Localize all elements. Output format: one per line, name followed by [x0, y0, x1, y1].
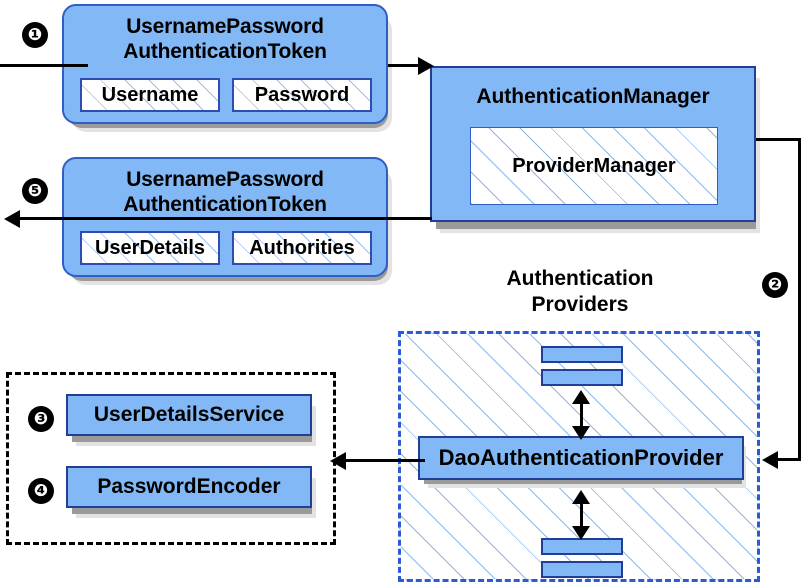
provider-placeholder-bar-top-1	[541, 346, 623, 363]
request-token-title-line2: AuthenticationToken	[123, 40, 327, 63]
request-token-title-line1: UsernamePassword	[126, 15, 324, 38]
manager-to-provider-line-vertical	[798, 138, 801, 460]
provider-to-dependencies-arrowhead	[330, 452, 346, 470]
authentication-manager-label: AuthenticationManager	[476, 85, 710, 108]
authentication-providers-title-line1: Authentication	[506, 267, 654, 290]
response-token-title-line1: UsernamePassword	[126, 168, 324, 191]
step-badge-1: ❶	[22, 22, 48, 48]
request-token-card[interactable]: UsernamePassword AuthenticationToken Use…	[62, 4, 388, 124]
response-token-card[interactable]: UsernamePassword AuthenticationToken Use…	[62, 157, 388, 277]
response-line	[20, 217, 432, 220]
authentication-providers-title-line2: Providers	[531, 293, 629, 316]
step-badge-3: ❸	[28, 406, 54, 432]
provider-placeholder-bar-bottom-2	[541, 561, 623, 578]
manager-to-provider-line-bottom	[777, 458, 801, 461]
authentication-providers-title: Authentication Providers	[470, 266, 690, 318]
request-token-slots: Username Password	[80, 78, 372, 112]
provider-placeholder-bar-top-2	[541, 369, 623, 386]
dao-authentication-provider-node[interactable]: DaoAuthenticationProvider	[418, 436, 744, 480]
manager-to-provider-line-top	[756, 138, 801, 141]
step-badge-5: ❺	[22, 178, 48, 204]
slot-username: Username	[80, 78, 220, 112]
token-to-manager-line	[388, 64, 424, 67]
provider-to-dependencies-line	[345, 459, 425, 462]
provider-link-line-bottom	[580, 494, 583, 532]
response-token-title-line2: AuthenticationToken	[123, 193, 327, 216]
response-token-title: UsernamePassword AuthenticationToken	[64, 159, 386, 217]
provider-manager-node[interactable]: ProviderManager	[470, 127, 718, 205]
slot-authorities: Authorities	[232, 231, 372, 265]
provider-link-line-top	[580, 394, 583, 432]
token-to-manager-arrowhead	[418, 57, 434, 75]
authentication-manager-node[interactable]: AuthenticationManager ProviderManager	[430, 66, 756, 222]
provider-link-arrow-top-down	[572, 426, 590, 440]
incoming-request-line	[0, 64, 88, 67]
request-token-title: UsernamePassword AuthenticationToken	[64, 6, 386, 64]
response-arrowhead	[4, 210, 20, 228]
step-badge-2: ❷	[762, 272, 788, 298]
provider-link-arrow-top-up	[572, 390, 590, 404]
provider-placeholder-bar-bottom-1	[541, 538, 623, 555]
step-badge-4: ❹	[28, 478, 54, 504]
provider-link-arrow-bottom-down	[572, 526, 590, 540]
slot-userdetails: UserDetails	[80, 231, 220, 265]
manager-to-provider-arrowhead	[762, 451, 778, 469]
response-token-slots: UserDetails Authorities	[80, 231, 372, 265]
provider-link-arrow-bottom-up	[572, 490, 590, 504]
passwordencoder-node[interactable]: PasswordEncoder	[66, 466, 312, 508]
userdetailsservice-node[interactable]: UserDetailsService	[66, 394, 312, 436]
slot-password: Password	[232, 78, 372, 112]
